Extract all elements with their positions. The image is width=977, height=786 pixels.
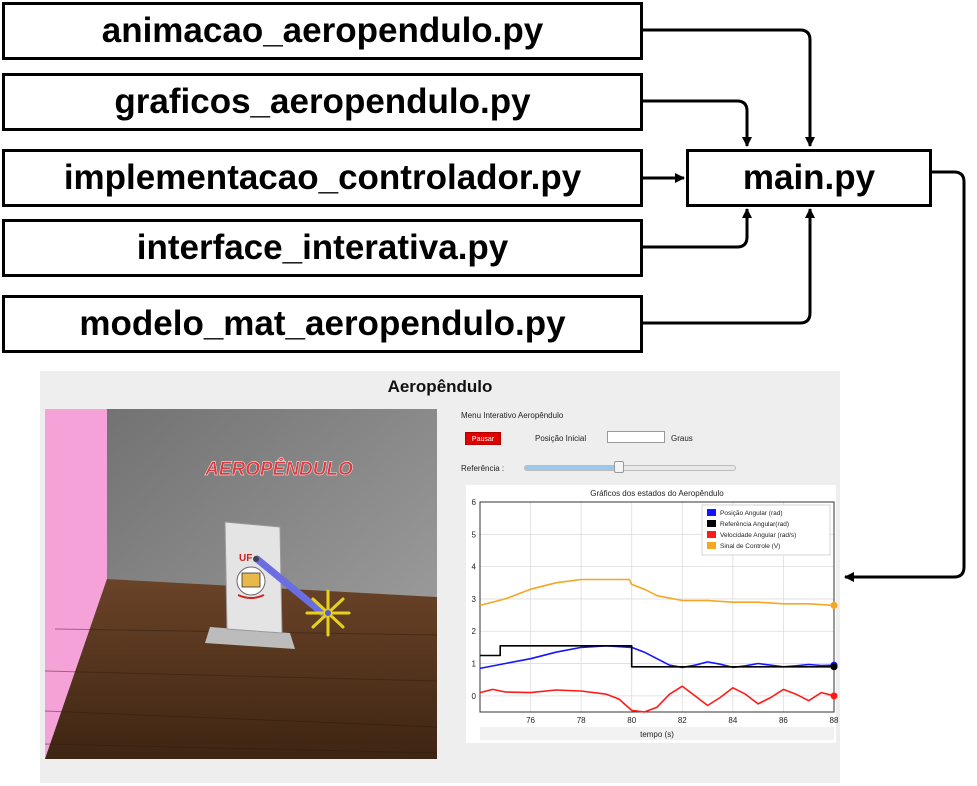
series-end-marker: [830, 663, 838, 671]
side-wall: [45, 409, 107, 759]
legend-entry: Sinal de Controle (V): [720, 543, 780, 550]
pendulum-arm: [253, 555, 329, 619]
legend-swatch: [707, 509, 716, 516]
file-interface-label: interface_interativa.py: [136, 228, 509, 267]
reference-slider-fill: [525, 466, 620, 470]
series-end-marker: [830, 601, 838, 609]
arrow-interface-to-main: [643, 208, 752, 249]
x-axis-label: tempo (s): [640, 730, 674, 739]
file-controlador: implementacao_controlador.py: [2, 149, 643, 207]
legend-entry: Posição Angular (rad): [720, 510, 783, 517]
x-tick-label: 80: [627, 716, 636, 725]
x-tick-label: 84: [728, 716, 737, 725]
arrow-animacao-to-main: [643, 28, 815, 147]
file-modelo-label: modelo_mat_aeropendulo.py: [79, 304, 566, 343]
x-tick-label: 86: [779, 716, 788, 725]
seal-text: UF: [239, 553, 252, 564]
initial-position-label: Posição Inicial: [535, 434, 587, 443]
reference-slider-thumb[interactable]: [614, 461, 625, 473]
reference-slider[interactable]: [524, 465, 736, 471]
legend-swatch: [707, 520, 716, 527]
series-line: [479, 578, 835, 607]
xlabel-bar: [480, 727, 834, 740]
chart-svg: Gráficos dos estados do Aeropêndulo 0 1 2 3 4…: [472, 489, 839, 740]
series-line: [480, 645, 834, 668]
scene-illustration: AEROPÊNDULO UF: [44, 409, 438, 759]
legend-box: [701, 504, 831, 556]
file-graficos: graficos_aeropendulo.py: [2, 73, 643, 131]
file-main-label: main.py: [742, 158, 876, 197]
file-animacao-label: animacao_aeropendulo.py: [101, 11, 544, 50]
chart-title: Gráficos dos estados do Aeropêndulo: [590, 489, 724, 498]
legend-swatch: [707, 542, 716, 549]
arrow-graficos-to-main: [643, 99, 752, 147]
arrow-main-to-app: [844, 170, 966, 582]
y-tick-label: 0: [472, 692, 477, 701]
pivot: [253, 556, 259, 562]
states-chart: Gráficos dos estados do Aeropêndulo 0 1 2 3 4…: [466, 485, 839, 743]
x-tick-label: 82: [678, 716, 687, 725]
motor: [325, 610, 331, 616]
animation-scene: AEROPÊNDULO UF: [44, 409, 438, 759]
seal-ribbon: [237, 594, 265, 599]
file-controlador-label: implementacao_controlador.py: [63, 158, 582, 197]
file-main: main.py: [686, 149, 932, 207]
initial-position-unit: Graus: [671, 434, 693, 443]
pause-button[interactable]: Pausar: [465, 432, 501, 445]
series-end-marker: [830, 692, 838, 700]
file-modelo: modelo_mat_aeropendulo.py: [2, 295, 643, 353]
y-tick-label: 5: [472, 530, 477, 539]
legend-swatch: [707, 531, 716, 538]
arrow-modelo-to-main: [643, 208, 815, 325]
reference-label: Referência :: [461, 464, 505, 473]
x-tick-label: 76: [526, 716, 535, 725]
x-tick-label: 88: [830, 716, 839, 725]
legend-entry: Velocidade Angular (rad/s): [720, 532, 796, 539]
y-tick-label: 3: [472, 595, 477, 604]
app-screenshot: Aeropêndulo AEROPÊND: [40, 371, 840, 783]
series-line: [479, 685, 835, 713]
menu-title: Menu Interativo Aeropêndulo: [461, 411, 564, 420]
app-title: Aeropêndulo: [387, 377, 493, 396]
initial-position-input[interactable]: [607, 431, 665, 443]
scene-logo: AEROPÊNDULO: [204, 458, 353, 480]
file-animacao: animacao_aeropendulo.py: [2, 2, 643, 60]
series-line: [479, 645, 835, 670]
y-tick-label: 2: [472, 627, 477, 636]
y-tick-label: 6: [472, 498, 477, 507]
file-graficos-label: graficos_aeropendulo.py: [114, 82, 531, 121]
file-interface: interface_interativa.py: [2, 219, 643, 277]
x-tick-label: 78: [577, 716, 586, 725]
y-tick-label: 4: [472, 563, 477, 572]
y-tick-label: 1: [472, 660, 477, 669]
seal-emblem: [241, 572, 261, 588]
legend-entry: Referência Angular(rad): [720, 521, 789, 528]
